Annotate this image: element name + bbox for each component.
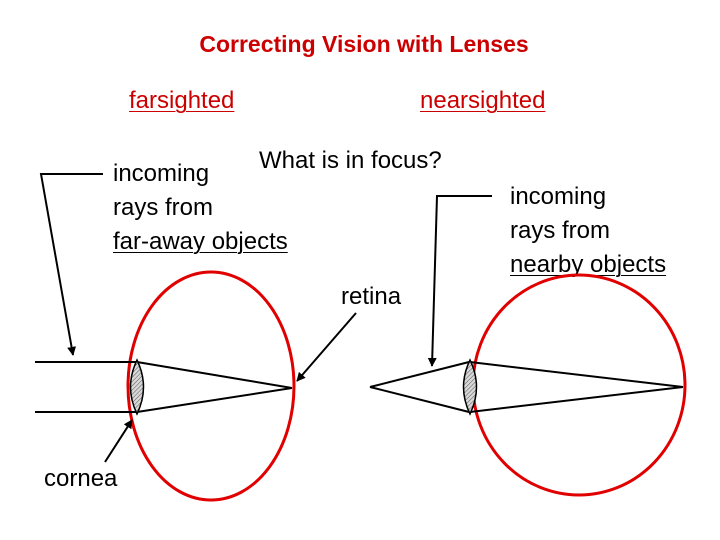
right-incoming-line-1: incoming	[510, 183, 607, 210]
left-incoming-line-2: rays from	[113, 194, 214, 221]
right-ray-bottom-refracted	[469, 386, 684, 413]
nearsighted-label: nearsighted	[420, 87, 546, 114]
retina-pointer-arrow	[296, 312, 357, 382]
left-incoming-line-3: far-away objects	[113, 228, 288, 255]
right-ray-bottom-incoming	[369, 386, 470, 413]
farsighted-label: farsighted	[129, 87, 235, 114]
left-incoming-line-1: incoming	[113, 160, 210, 187]
cornea-label: cornea	[44, 465, 118, 492]
left-ray-bottom-refracted	[136, 387, 293, 413]
cornea-pointer-arrow	[104, 419, 133, 463]
right-ray-top-refracted	[469, 361, 684, 388]
far-rays-pointer-arrow	[39, 173, 103, 356]
right-ray-top-incoming	[369, 361, 470, 388]
page-title: Correcting Vision with Lenses	[199, 31, 529, 57]
question-text: What is in focus?	[259, 147, 442, 174]
right-eyeball	[471, 273, 687, 497]
right-incoming-line-3: nearby objects	[510, 251, 667, 278]
right-incoming-line-2: rays from	[510, 217, 611, 244]
left-lens-icon	[129, 358, 145, 416]
retina-label: retina	[341, 283, 402, 310]
right-lens-icon	[462, 358, 478, 416]
left-eyeball	[126, 270, 296, 502]
left-ray-top-refracted	[136, 361, 293, 389]
near-rays-pointer-arrow	[427, 195, 492, 367]
